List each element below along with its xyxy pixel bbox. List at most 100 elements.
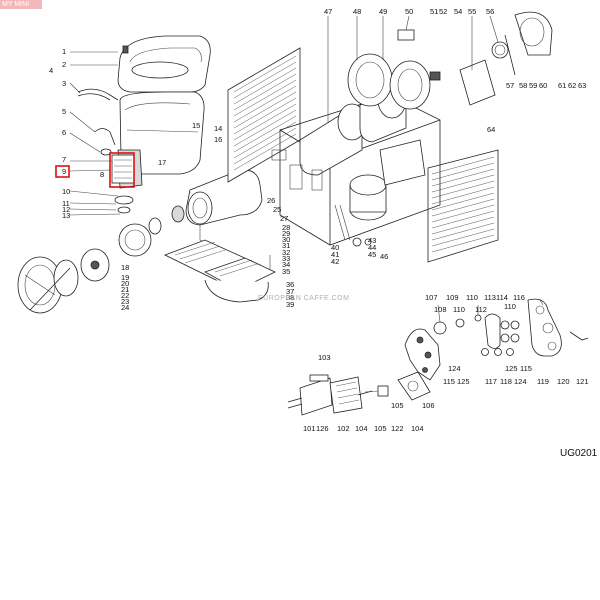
part-label-106: 106 <box>422 401 435 410</box>
watermark: EUROPEAN CAFFE.COM <box>258 295 349 302</box>
part-label-40: 40 <box>331 243 339 252</box>
part-label-103: 103 <box>318 353 331 362</box>
part-label-105b: 105 <box>391 401 404 410</box>
part-label-35: 35 <box>282 267 290 276</box>
part-label-1: 1 <box>62 47 66 56</box>
part-label-31: 31 <box>282 241 290 250</box>
part-label-120: 120 <box>557 377 570 386</box>
part-label-109: 109 <box>446 293 459 302</box>
part-label-25: 25 <box>273 205 281 214</box>
part-label-3: 3 <box>62 79 66 88</box>
part-label-13: 13 <box>62 211 70 220</box>
part-label-16: 16 <box>214 135 222 144</box>
part-label-36: 36 <box>286 280 294 289</box>
part-label-104a: 104 <box>355 424 368 433</box>
motor-and-tray <box>163 169 276 303</box>
part-label-62: 62 <box>568 81 576 90</box>
part-label-39: 39 <box>286 300 294 309</box>
part-label-110b: 110 <box>466 293 478 302</box>
drawing-code: UG0201 <box>560 448 598 459</box>
main-frame <box>227 11 553 263</box>
part-label-27: 27 <box>280 214 288 223</box>
part-label-32: 32 <box>282 248 290 257</box>
part-label-18: 18 <box>121 263 129 272</box>
part-label-41: 41 <box>331 250 339 259</box>
part-label-126: 126 <box>316 424 329 433</box>
drive-parts-left <box>17 205 185 314</box>
corner-badge: MY MINI <box>0 0 42 9</box>
part-label-37: 37 <box>286 287 294 296</box>
part-label-116: 116 <box>513 293 525 302</box>
part-label-125a: 125 <box>505 364 518 373</box>
part-label-51: 51 <box>430 7 438 16</box>
part-label-114: 114 <box>496 293 508 302</box>
part-label-48: 48 <box>353 7 361 16</box>
part-label-2: 2 <box>62 60 66 69</box>
part-label-28: 28 <box>282 223 290 232</box>
part-label-63: 63 <box>578 81 586 90</box>
leader-lines <box>69 15 544 323</box>
part-label-44: 44 <box>368 243 376 252</box>
part-label-54: 54 <box>454 7 462 16</box>
part-label-38: 38 <box>286 293 294 302</box>
part-label-33: 33 <box>282 254 290 263</box>
part-label-7: 7 <box>62 155 66 164</box>
part-label-107: 107 <box>425 293 438 302</box>
gearbox-exploded <box>287 298 589 416</box>
part-label-104b: 104 <box>411 424 424 433</box>
part-label-12: 12 <box>62 205 70 214</box>
part-label-50: 50 <box>405 7 413 16</box>
part-label-34: 34 <box>282 260 290 269</box>
part-label-8: 8 <box>100 170 104 179</box>
part-label-110a: 110 <box>453 305 465 314</box>
part-label-115a: 115 <box>520 364 532 373</box>
part-label-5: 5 <box>62 107 66 116</box>
part-label-29: 29 <box>282 229 290 238</box>
part-label-118: 118 <box>500 377 512 386</box>
part-label-108: 108 <box>434 305 447 314</box>
part-label-121: 121 <box>576 377 589 386</box>
part-label-15: 15 <box>192 121 200 130</box>
part-label-58: 58 <box>519 81 527 90</box>
part-label-17: 17 <box>158 158 166 167</box>
part-label-4: 4 <box>49 66 53 75</box>
part-label-14: 14 <box>214 124 222 133</box>
highlight-part-9-label <box>55 165 70 178</box>
part-label-117: 117 <box>485 377 497 386</box>
part-label-10: 10 <box>62 187 70 196</box>
part-label-124a: 124 <box>448 364 461 373</box>
bowl-assembly <box>77 35 211 214</box>
part-label-57: 57 <box>506 81 514 90</box>
part-label-22: 22 <box>121 291 129 300</box>
part-label-23: 23 <box>121 297 129 306</box>
part-label-47: 47 <box>324 7 332 16</box>
part-label-101: 101 <box>303 424 316 433</box>
part-label-9: 9 <box>62 167 66 176</box>
part-label-119: 119 <box>537 377 549 386</box>
part-label-59: 59 <box>529 81 537 90</box>
part-label-20: 20 <box>121 279 129 288</box>
part-label-11: 11 <box>62 199 70 208</box>
part-label-52: 52 <box>439 7 447 16</box>
part-label-60: 60 <box>539 81 547 90</box>
part-label-64: 64 <box>487 125 495 134</box>
part-label-43: 43 <box>368 236 376 245</box>
part-label-124b: 124 <box>514 377 527 386</box>
part-label-110c: 110 <box>504 302 516 311</box>
part-label-105a: 105 <box>374 424 387 433</box>
part-label-125b: 125 <box>457 377 470 386</box>
part-labels: 1 2 4 3 5 6 7 9 8 10 11 12 13 14 15 16 1… <box>49 7 589 433</box>
part-label-112: 112 <box>475 305 487 314</box>
part-label-115b: 115 <box>443 377 455 386</box>
part-label-122: 122 <box>391 424 404 433</box>
part-label-30: 30 <box>282 235 290 244</box>
part-label-42: 42 <box>331 257 339 266</box>
part-label-61: 61 <box>558 81 566 90</box>
part-label-24: 24 <box>121 303 129 312</box>
part-label-49: 49 <box>379 7 387 16</box>
part-label-55: 55 <box>468 7 476 16</box>
part-label-113: 113 <box>484 293 496 302</box>
part-label-56: 56 <box>486 7 494 16</box>
part-label-102: 102 <box>337 424 350 433</box>
